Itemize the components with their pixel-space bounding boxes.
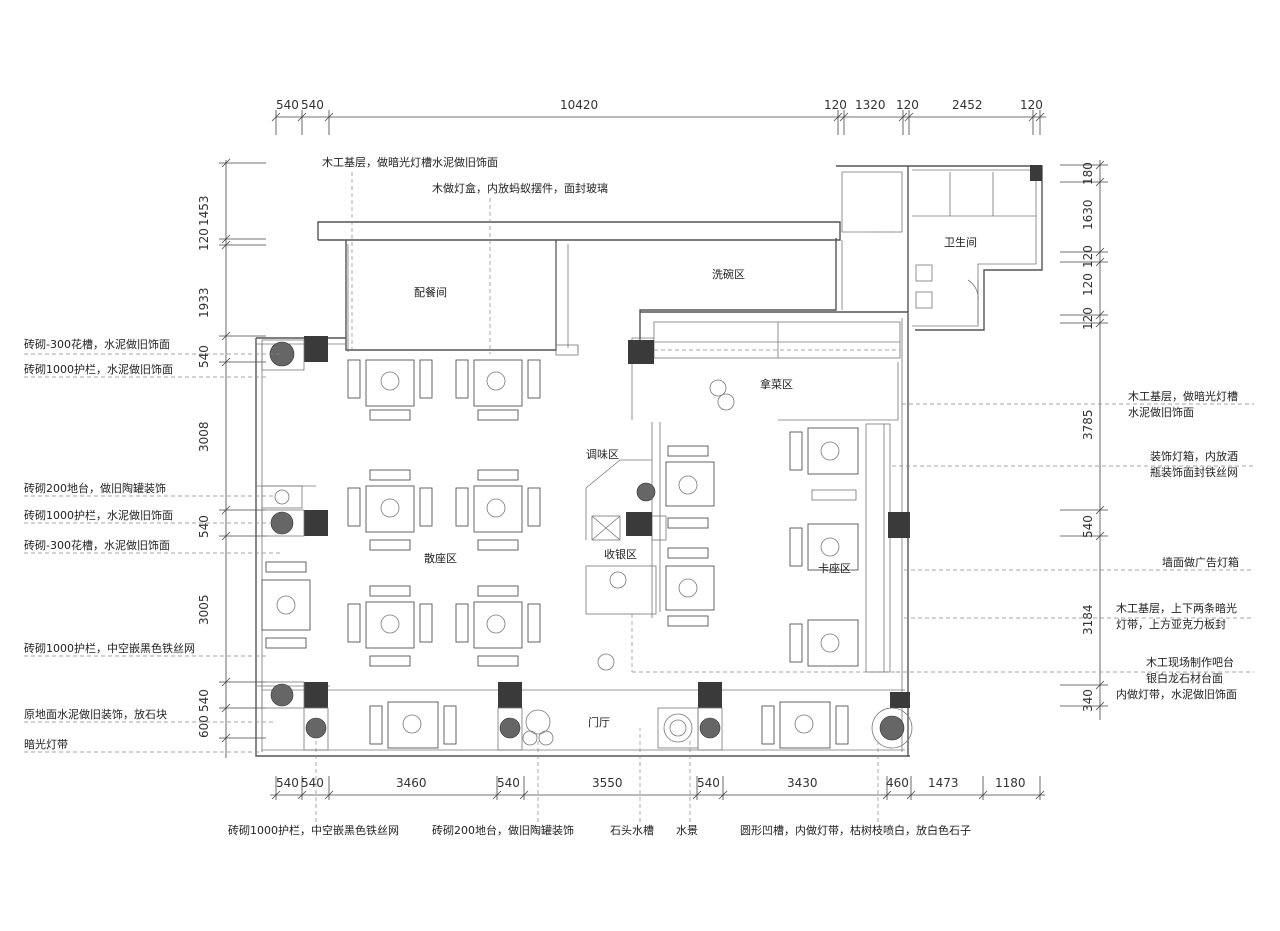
table-set — [369, 701, 849, 749]
label-prep-room: 配餐间 — [414, 285, 447, 299]
dim-bottom-9: 1180 — [995, 776, 1026, 790]
dim-left-4: 3008 — [197, 421, 211, 452]
right-dimension-chain: 180 1630 120 120 120 3785 540 3184 340 — [1060, 160, 1108, 720]
dim-bottom-3: 540 — [497, 776, 520, 790]
dim-bottom-7: 460 — [886, 776, 909, 790]
dim-right-6: 540 — [1081, 515, 1095, 538]
label-toilet: 卫生间 — [944, 235, 977, 249]
dim-left-8: 600 — [197, 715, 211, 738]
note-left-1: 砖砌1000护栏，水泥做旧饰面 — [24, 362, 173, 376]
dim-left-7: 540 — [197, 689, 211, 712]
bottom-dimension-chain: 540 540 3460 540 3550 540 3430 460 1473 … — [270, 776, 1045, 800]
note-right-1-line-0: 装饰灯箱，内放酒 — [1150, 449, 1238, 463]
table-set — [347, 585, 541, 667]
note-bottom-1: 砖砌1000护栏，中空嵌黑色铁丝网 — [228, 823, 399, 837]
dim-left-1: 120 — [197, 228, 211, 251]
note-right-4-line-2: 内做灯带，水泥做旧饰面 — [1116, 687, 1237, 701]
dim-bottom-8: 1473 — [928, 776, 959, 790]
dim-left-2: 1933 — [197, 287, 211, 318]
stone-sink — [657, 707, 699, 749]
note-right-3-line-1: 灯带，上方亚克力板封 — [1116, 617, 1226, 631]
dim-top-2: 10420 — [560, 98, 598, 112]
dim-right-1: 1630 — [1081, 199, 1095, 230]
note-bottom-4: 水景 — [676, 824, 698, 837]
label-wash-area: 洗碗区 — [712, 267, 745, 281]
table-set — [261, 561, 311, 649]
dim-bottom-4: 3550 — [592, 776, 623, 790]
left-notes: 砖砌-300花槽，水泥做旧饰面 砖砌1000护栏，水泥做旧饰面 砖砌200地台，… — [24, 337, 280, 753]
dim-right-4: 120 — [1081, 307, 1095, 330]
dim-right-0: 180 — [1081, 162, 1095, 185]
walls — [255, 165, 1043, 757]
note-left-3: 砖砌1000护栏，水泥做旧饰面 — [24, 508, 173, 522]
note-top-2: 木做灯盒，内放蚂蚁摆件，面封玻璃 — [432, 181, 608, 195]
columns — [304, 165, 1042, 708]
dim-top-1: 540 — [301, 98, 324, 112]
dim-top-7: 120 — [1020, 98, 1043, 112]
note-left-6: 原地面水泥做旧装饰，放石块 — [24, 707, 167, 721]
note-left-7: 暗光灯带 — [24, 737, 68, 751]
note-left-0: 砖砌-300花槽，水泥做旧饰面 — [24, 337, 170, 351]
dim-top-3: 120 — [824, 98, 847, 112]
note-left-2: 砖砌200地台，做旧陶罐装饰 — [24, 481, 166, 495]
dim-bottom-2: 3460 — [396, 776, 427, 790]
note-bottom-5: 圆形凹槽，内做灯带，枯树枝喷白，放白色石子 — [740, 823, 971, 837]
note-left-5: 砖砌1000护栏，中空嵌黑色铁丝网 — [24, 641, 195, 655]
note-top-1: 木工基层，做暗光灯槽水泥做旧饰面 — [322, 155, 498, 169]
dim-right-7: 3184 — [1081, 604, 1095, 635]
planters — [261, 339, 913, 751]
room-labels: 配餐间 洗碗区 卫生间 拿菜区 调味区 收银区 散座区 卡座区 门厅 — [414, 235, 977, 729]
dim-bottom-5: 540 — [697, 776, 720, 790]
dim-right-5: 3785 — [1081, 409, 1095, 440]
top-dimension-chain: 540 540 10420 120 1320 120 2452 120 — [271, 98, 1046, 135]
dim-top-6: 2452 — [952, 98, 983, 112]
dim-left-0: 1453 — [197, 195, 211, 226]
left-dimension-chain: 1453 120 1933 540 3008 540 3005 540 600 — [197, 158, 266, 758]
note-right-2-line-0: 墙面做广告灯箱 — [1162, 555, 1239, 569]
right-notes: 木工基层，做暗光灯槽 水泥做旧饰面 装饰灯箱，内放酒 瓶装饰面封铁丝网 墙面做广… — [892, 389, 1254, 701]
booth-seating — [597, 379, 859, 671]
dim-bottom-6: 3430 — [787, 776, 818, 790]
label-seasoning-area: 调味区 — [586, 448, 619, 461]
label-cashier-area: 收银区 — [604, 547, 637, 561]
dim-right-3: 120 — [1081, 273, 1095, 296]
table-set — [347, 359, 541, 421]
dim-bottom-1: 540 — [301, 776, 324, 790]
note-right-0-line-0: 木工基层，做暗光灯槽 — [1128, 389, 1238, 403]
table-set — [347, 469, 541, 551]
pottery-display — [522, 709, 554, 746]
label-pickup-area: 拿菜区 — [760, 377, 793, 391]
label-open-seating: 散座区 — [424, 551, 457, 565]
note-right-1-line-1: 瓶装饰面封铁丝网 — [1150, 465, 1238, 479]
dim-right-2: 120 — [1081, 245, 1095, 268]
dim-left-3: 540 — [197, 345, 211, 368]
note-bottom-2: 砖砌200地台，做旧陶罐装饰 — [432, 823, 574, 837]
note-right-4-line-1: 银白龙石材台面 — [1146, 671, 1223, 685]
label-booth-area: 卡座区 — [818, 561, 851, 575]
dim-bottom-0: 540 — [276, 776, 299, 790]
note-right-0-line-1: 水泥做旧饰面 — [1128, 405, 1194, 419]
dim-top-5: 120 — [896, 98, 919, 112]
note-bottom-3: 石头水槽 — [610, 824, 654, 837]
note-right-4-line-0: 木工现场制作吧台 — [1146, 655, 1234, 669]
dim-left-5: 540 — [197, 515, 211, 538]
bottom-notes: 砖砌1000护栏，中空嵌黑色铁丝网 砖砌200地台，做旧陶罐装饰 石头水槽 水景… — [228, 728, 971, 837]
dim-top-4: 1320 — [855, 98, 886, 112]
label-entrance-hall: 门厅 — [588, 715, 610, 729]
dim-right-8: 340 — [1081, 689, 1095, 712]
note-right-3-line-0: 木工基层，上下两条暗光 — [1116, 601, 1237, 615]
top-notes: 木工基层，做暗光灯槽水泥做旧饰面 木做灯盒，内放蚂蚁摆件，面封玻璃 — [322, 155, 608, 354]
dim-top-0: 540 — [276, 98, 299, 112]
dim-left-6: 3005 — [197, 594, 211, 625]
note-left-4: 砖砌-300花槽，水泥做旧饰面 — [24, 538, 170, 552]
open-seating-tables — [261, 359, 849, 749]
